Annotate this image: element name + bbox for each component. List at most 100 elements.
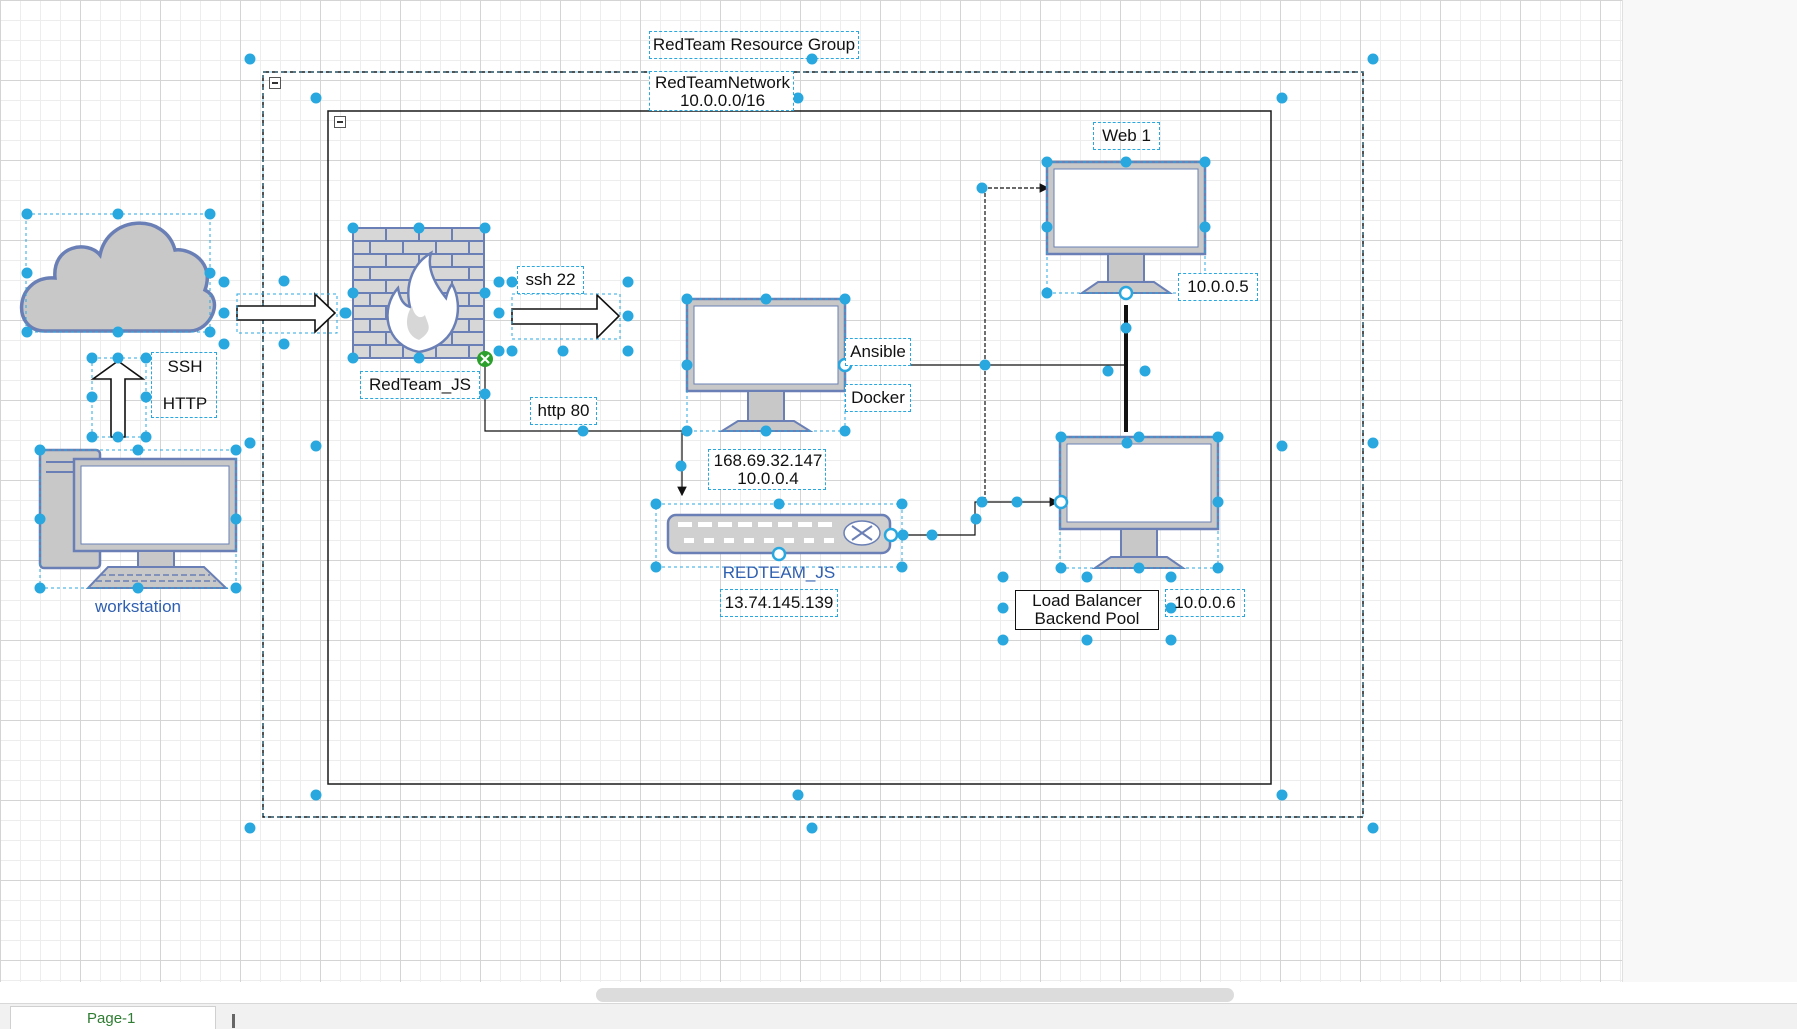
connection-anchor[interactable] (883, 527, 899, 543)
http80-label[interactable]: http 80 (530, 397, 597, 425)
selection-handle[interactable] (681, 425, 693, 437)
selection-handle[interactable] (997, 571, 1009, 583)
selection-handle[interactable] (21, 326, 33, 338)
web1-label[interactable]: Web 1 (1093, 122, 1160, 150)
firewall-icon[interactable] (352, 227, 485, 359)
selection-handle[interactable] (21, 208, 33, 220)
selection-handle[interactable] (479, 388, 491, 400)
selection-handle[interactable] (506, 345, 518, 357)
collapse-icon-resource-group[interactable] (269, 77, 281, 89)
selection-handle[interactable] (244, 53, 256, 65)
selection-handle[interactable] (218, 307, 230, 319)
connection-anchor[interactable] (771, 546, 787, 562)
selection-handle[interactable] (1011, 496, 1023, 508)
selection-handle[interactable] (339, 307, 351, 319)
workstation-icon[interactable] (38, 448, 238, 589)
selection-handle[interactable] (413, 352, 425, 364)
selection-handle[interactable] (1212, 496, 1224, 508)
cloud-icon[interactable] (19, 221, 217, 333)
selection-handle[interactable] (1041, 156, 1053, 168)
ansible-label[interactable]: Ansible (845, 338, 911, 366)
backend-pool-label[interactable]: Load Balancer Backend Pool (1015, 590, 1159, 630)
workstation-label[interactable]: workstation (95, 597, 181, 616)
selection-handle[interactable] (1212, 562, 1224, 574)
selection-handle[interactable] (839, 425, 851, 437)
connection-anchor[interactable] (1053, 494, 1069, 510)
connection-ok-icon[interactable] (477, 351, 493, 367)
connection-anchor[interactable] (1118, 285, 1134, 301)
network-label[interactable]: RedTeamNetwork 10.0.0.0/16 (649, 71, 794, 111)
selection-handle[interactable] (310, 440, 322, 452)
selection-handle[interactable] (806, 822, 818, 834)
add-page-icon[interactable] (232, 1014, 235, 1028)
selection-handle[interactable] (839, 293, 851, 305)
selection-handle[interactable] (1120, 322, 1132, 334)
selection-handle[interactable] (218, 338, 230, 350)
selection-handle[interactable] (681, 293, 693, 305)
selection-handle[interactable] (506, 276, 518, 288)
horizontal-scrollbar-thumb[interactable] (596, 988, 1234, 1002)
resource-group-label[interactable]: RedTeam Resource Group (649, 31, 859, 59)
selection-handle[interactable] (21, 267, 33, 279)
tab-page-1[interactable]: Page-1 (10, 1006, 216, 1029)
selection-handle[interactable] (112, 326, 124, 338)
selection-handle[interactable] (347, 222, 359, 234)
selection-handle[interactable] (1199, 221, 1211, 233)
selection-handle[interactable] (792, 92, 804, 104)
selection-handle[interactable] (1133, 431, 1145, 443)
selection-handle[interactable] (896, 561, 908, 573)
monitor-icon-web1[interactable] (1045, 160, 1207, 294)
selection-handle[interactable] (773, 498, 785, 510)
selection-handle[interactable] (1041, 287, 1053, 299)
selection-handle[interactable] (244, 822, 256, 834)
selection-handle[interactable] (675, 460, 687, 472)
selection-handle[interactable] (1121, 437, 1133, 449)
selection-handle[interactable] (493, 345, 505, 357)
selection-handle[interactable] (1212, 431, 1224, 443)
selection-handle[interactable] (230, 444, 242, 456)
selection-handle[interactable] (278, 338, 290, 350)
selection-handle[interactable] (896, 498, 908, 510)
jumpbox-ip-label[interactable]: 168.69.32.147 10.0.0.4 (708, 449, 826, 490)
selection-handle[interactable] (1055, 562, 1067, 574)
selection-handle[interactable] (86, 431, 98, 443)
selection-handle[interactable] (577, 425, 589, 437)
selection-handle[interactable] (622, 276, 634, 288)
selection-handle[interactable] (86, 352, 98, 364)
selection-handle[interactable] (1120, 156, 1132, 168)
arrow-workstation-to-cloud[interactable] (90, 360, 146, 438)
selection-handle[interactable] (132, 444, 144, 456)
selection-handle[interactable] (34, 582, 46, 594)
selection-handle[interactable] (112, 208, 124, 220)
selection-handle[interactable] (1199, 156, 1211, 168)
selection-handle[interactable] (1367, 53, 1379, 65)
selection-handle[interactable] (650, 561, 662, 573)
selection-handle[interactable] (1165, 634, 1177, 646)
selection-handle[interactable] (650, 498, 662, 510)
selection-handle[interactable] (1133, 562, 1145, 574)
selection-handle[interactable] (1139, 365, 1151, 377)
selection-handle[interactable] (413, 222, 425, 234)
selection-handle[interactable] (86, 391, 98, 403)
selection-handle[interactable] (970, 513, 982, 525)
selection-handle[interactable] (34, 444, 46, 456)
ssh22-label[interactable]: ssh 22 (517, 266, 584, 294)
selection-handle[interactable] (34, 513, 46, 525)
selection-handle[interactable] (622, 310, 634, 322)
selection-handle[interactable] (557, 345, 569, 357)
selection-handle[interactable] (112, 431, 124, 443)
web1-ip[interactable]: 10.0.0.5 (1178, 273, 1258, 301)
selection-handle[interactable] (997, 602, 1009, 614)
selection-handle[interactable] (976, 496, 988, 508)
selection-handle[interactable] (493, 276, 505, 288)
selection-handle[interactable] (976, 182, 988, 194)
selection-handle[interactable] (310, 92, 322, 104)
selection-handle[interactable] (278, 275, 290, 287)
arrow-cloud-to-firewall[interactable] (236, 292, 337, 334)
selection-handle[interactable] (897, 529, 909, 541)
monitor-icon-jumpbox[interactable] (685, 297, 847, 432)
selection-handle[interactable] (204, 267, 216, 279)
selection-handle[interactable] (112, 352, 124, 364)
load-balancer-label[interactable]: REDTEAM_JS (722, 563, 836, 582)
selection-handle[interactable] (806, 53, 818, 65)
